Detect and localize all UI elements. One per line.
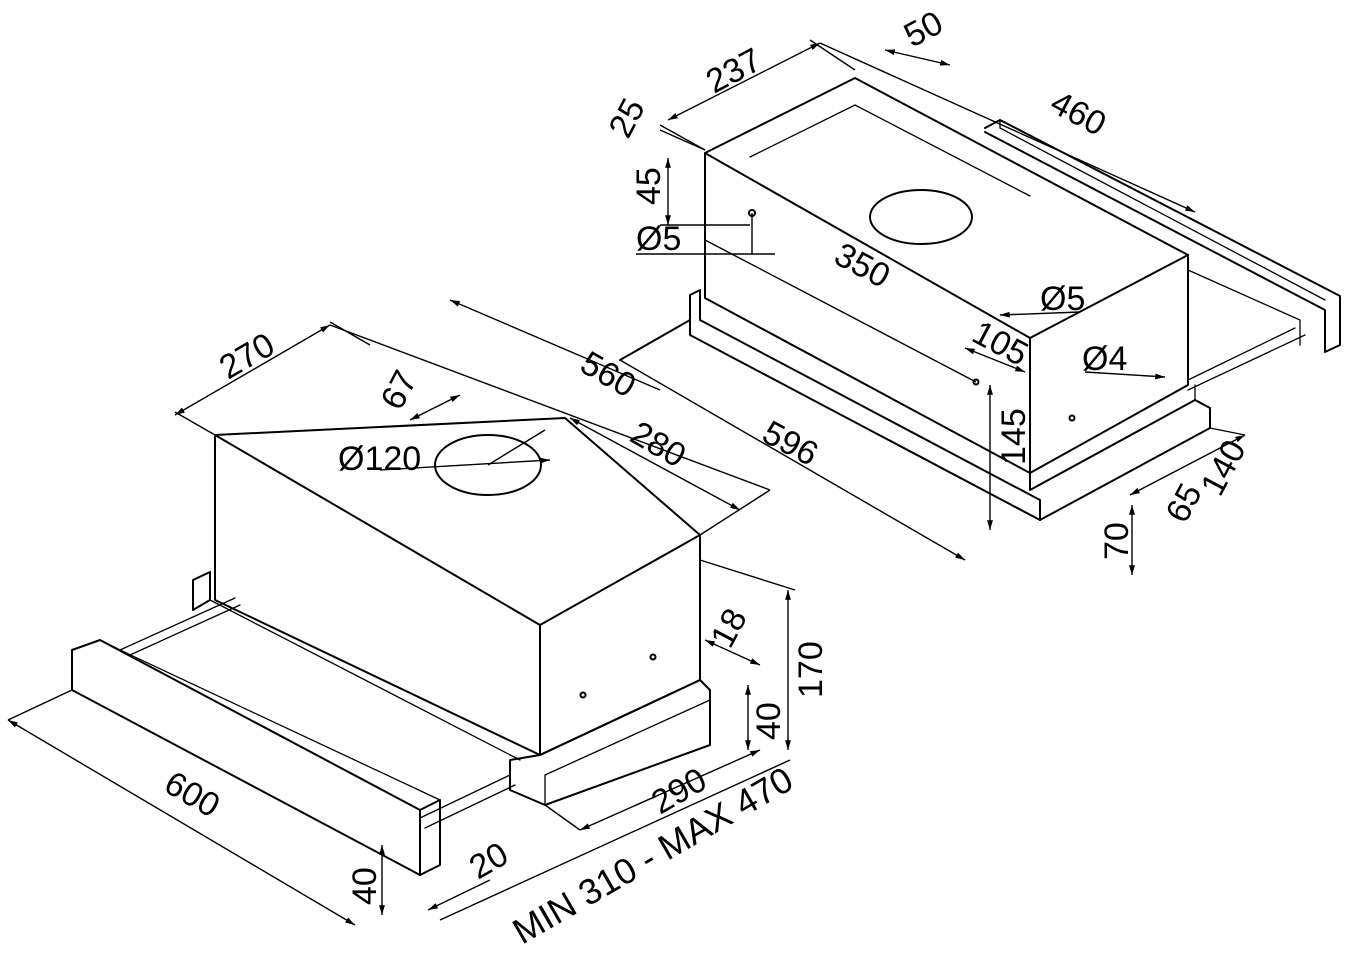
- rear-dimension-lines: [619, 39, 1246, 575]
- dim-40-left: 40: [346, 867, 384, 905]
- dim-600: 600: [158, 764, 226, 825]
- dim-dia4: Ø4: [1082, 340, 1127, 378]
- dim-dia5-left: Ø5: [636, 220, 681, 258]
- dim-18: 18: [704, 603, 755, 654]
- dim-25: 25: [602, 93, 653, 144]
- front-dimension-lines: [7, 299, 796, 926]
- dim-460: 460: [1044, 84, 1112, 144]
- dim-145: 145: [995, 408, 1033, 465]
- dim-70: 70: [1098, 522, 1136, 560]
- dim-237: 237: [700, 41, 768, 101]
- front-view: 270 560 67 Ø120 280 18 170 40 290 600 40…: [7, 299, 830, 952]
- dim-50: 50: [898, 4, 949, 55]
- dim-596: 596: [756, 414, 824, 474]
- dim-dia120: Ø120: [338, 440, 421, 478]
- dim-dia5-right: Ø5: [1040, 280, 1085, 318]
- dim-20: 20: [463, 835, 515, 887]
- rear-dimension-labels: 50 237 25 460 45 Ø5 350 Ø5 105 Ø4 145 59…: [602, 4, 1254, 560]
- rear-view: 50 237 25 460 45 Ø5 350 Ø5 105 Ø4 145 59…: [602, 4, 1341, 575]
- dim-45: 45: [630, 167, 668, 205]
- front-housing: [71, 417, 711, 876]
- dim-40-right: 40: [750, 702, 788, 740]
- dim-270: 270: [213, 326, 281, 387]
- dim-170: 170: [792, 641, 830, 698]
- dim-67: 67: [374, 365, 425, 416]
- dim-280: 280: [624, 414, 692, 475]
- front-dimension-labels: 270 560 67 Ø120 280 18 170 40 290 600 40…: [158, 326, 830, 952]
